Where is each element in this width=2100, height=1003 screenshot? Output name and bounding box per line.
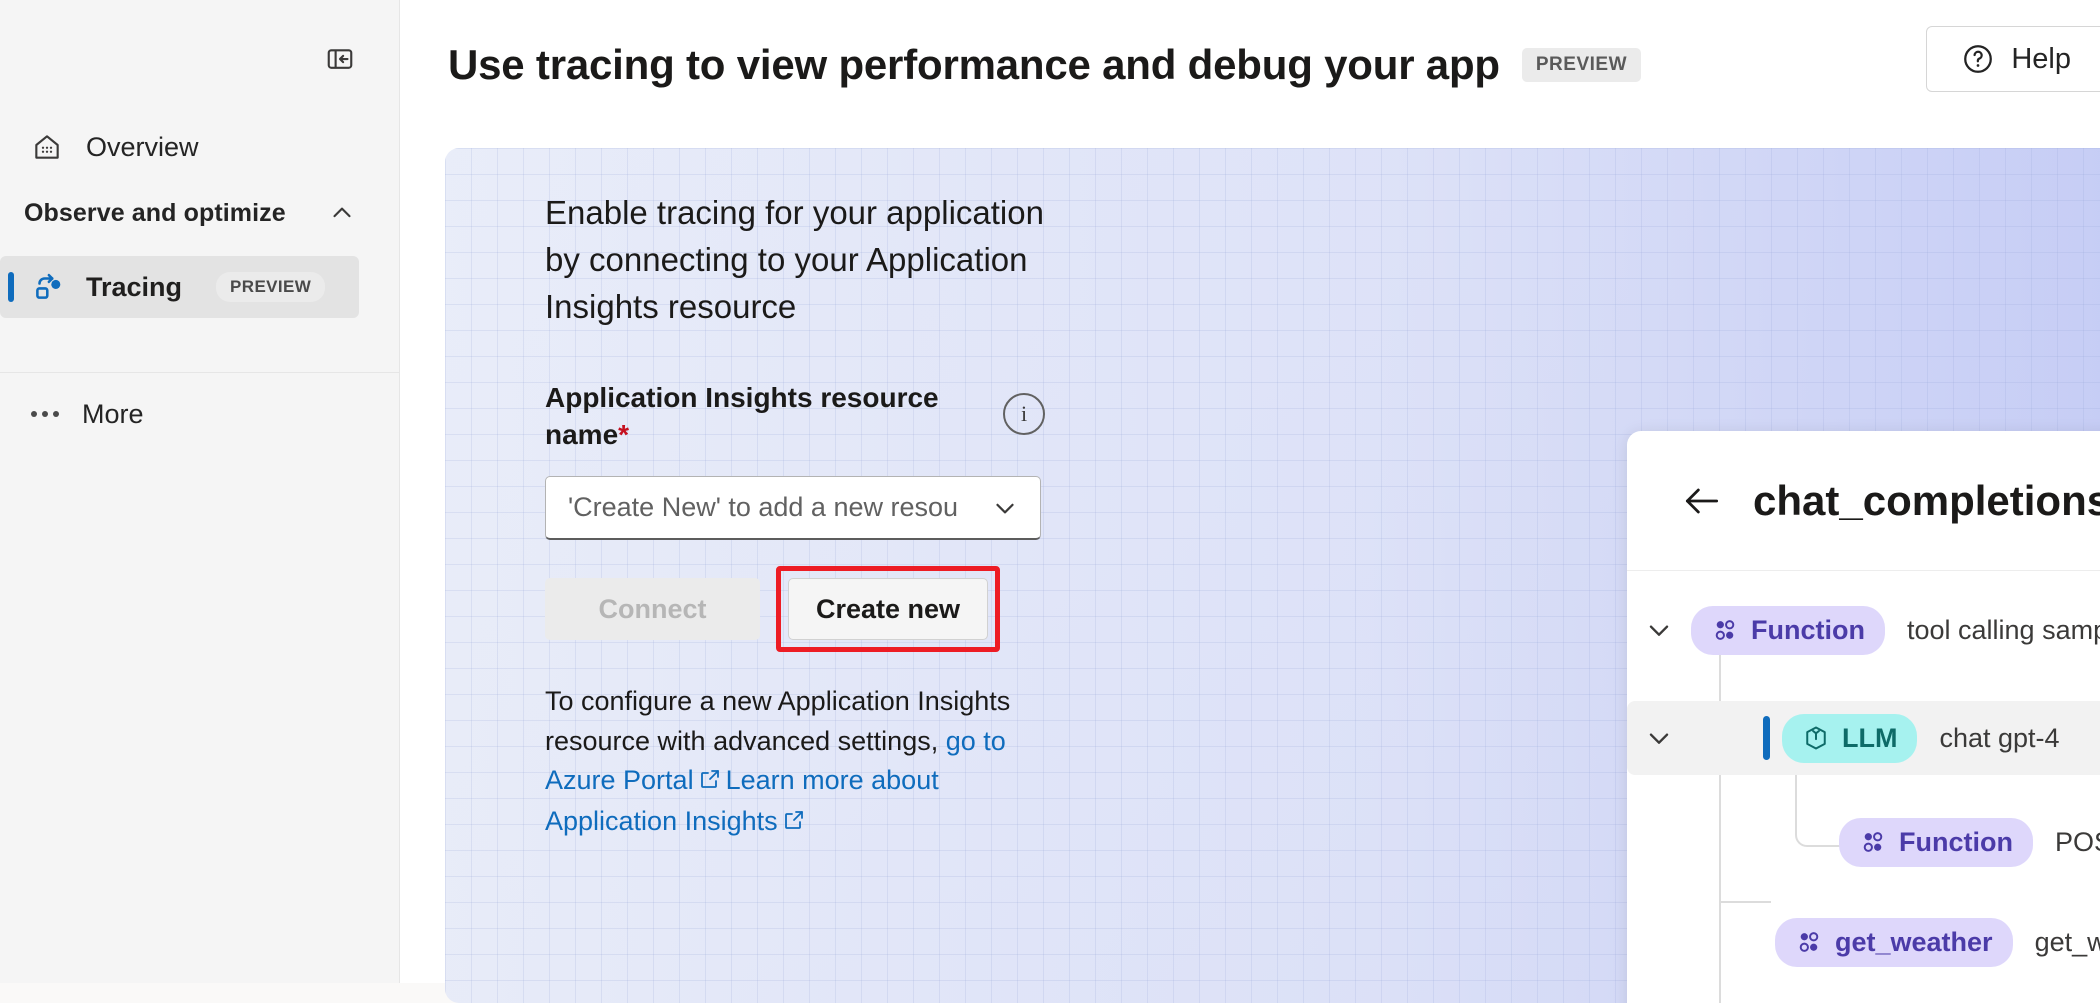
home-icon xyxy=(30,131,64,163)
sidebar-item-overview-label: Overview xyxy=(86,131,199,162)
help-button-label: Help xyxy=(2011,42,2071,75)
action-button-row: Connect Create new xyxy=(545,566,1065,653)
trace-body: Function tool calling sample 3.400s xyxy=(1627,571,2100,1003)
required-marker: * xyxy=(618,419,630,451)
app-insights-resource-select-value: 'Create New' to add a new resou xyxy=(568,492,959,523)
app-insights-field-label-text: Application Insights resource name xyxy=(545,381,939,451)
sidebar-item-more-label: More xyxy=(82,398,144,429)
sidebar-group-observe-and-optimize[interactable]: Observe and optimize xyxy=(24,196,359,230)
connect-button[interactable]: Connect xyxy=(545,578,760,641)
app-insights-resource-select[interactable]: 'Create New' to add a new resou xyxy=(545,476,1041,541)
create-new-highlight: Create new xyxy=(776,566,1000,653)
sidebar-item-more[interactable]: More xyxy=(0,385,359,443)
sidebar-item-tracing[interactable]: Tracing PREVIEW xyxy=(0,256,359,318)
external-link-icon xyxy=(698,763,722,802)
sidebar-group-label: Observe and optimize xyxy=(24,198,286,227)
hero-lead-text: Enable tracing for your application by c… xyxy=(545,194,1044,325)
span-type-label: Function xyxy=(1899,826,2013,857)
span-name: chat gpt-4 xyxy=(1939,722,2060,753)
tree-connector xyxy=(1795,739,1853,847)
row-accent-bar xyxy=(1763,716,1770,760)
trace-name: chat_completions_weather xyxy=(1753,476,2100,524)
span-type-tag: Function xyxy=(1691,605,1885,655)
tree-connector xyxy=(1719,901,1771,903)
chevron-up-icon[interactable] xyxy=(325,196,359,230)
function-icon xyxy=(1859,828,1887,856)
trace-detail-card: chat_completions_weather Complet xyxy=(1627,431,2100,1003)
create-new-button[interactable]: Create new xyxy=(788,578,988,641)
span-type-tag: Function xyxy=(1839,817,2033,867)
tracing-icon xyxy=(30,270,66,304)
chevron-down-icon xyxy=(990,493,1020,523)
learn-more-app-insights-link[interactable]: Learn more about Application Insights xyxy=(545,764,939,837)
sidebar-item-tracing-label: Tracing xyxy=(86,271,183,302)
chevron-down-icon[interactable] xyxy=(1627,614,1691,646)
span-name: get_weather xyxy=(2034,926,2100,957)
trace-card-header: chat_completions_weather Complet xyxy=(1627,431,2100,571)
hero-form: Enable tracing for your application by c… xyxy=(545,190,1065,844)
chevron-down-icon[interactable] xyxy=(1627,722,1691,754)
span-type-label: Function xyxy=(1751,614,1865,645)
back-arrow-icon[interactable] xyxy=(1679,478,1725,524)
tracing-hero-panel: Enable tracing for your application by c… xyxy=(445,148,2100,1003)
help-button[interactable]: Help xyxy=(1926,26,2100,92)
span-name: tool calling sample xyxy=(1906,614,2100,645)
question-circle-icon xyxy=(1961,42,1995,76)
trace-row[interactable]: get_weather get_weather 0 xyxy=(1627,905,2100,979)
hero-help-text: To configure a new Application Insights … xyxy=(545,682,1015,844)
span-type-tag: get_weather xyxy=(1775,917,2013,967)
field-label-row: Application Insights resource name* i xyxy=(545,379,1045,455)
sidebar: Overview Observe and optimize Tracing xyxy=(0,0,400,983)
trace-row[interactable]: Function tool calling sample 3.400s xyxy=(1627,593,2100,667)
external-link-icon xyxy=(782,804,806,843)
span-type-label: get_weather xyxy=(1835,926,1993,957)
more-dots-icon xyxy=(30,411,60,417)
function-icon xyxy=(1711,616,1739,644)
trace-tree: Function tool calling sample 3.400s xyxy=(1627,571,2100,1003)
go-to-azure-portal-link[interactable]: go to Azure Portal xyxy=(545,725,1006,795)
trace-row[interactable]: Function POST //openai/... 1.121s xyxy=(1627,805,2100,879)
page-title: Use tracing to view performance and debu… xyxy=(448,41,1500,88)
function-icon xyxy=(1795,928,1823,956)
tree-connector xyxy=(1719,633,1721,1003)
page-preview-badge: PREVIEW xyxy=(1521,48,1641,82)
trace-row[interactable]: LLM chat gpt-4 98 xyxy=(1627,701,2100,775)
hero-help-text-prefix: To configure a new Application Insights … xyxy=(545,686,1011,756)
span-type-label: LLM xyxy=(1842,722,1898,753)
span-type-tag: LLM xyxy=(1782,713,1918,763)
sidebar-divider xyxy=(0,372,399,373)
info-icon[interactable]: i xyxy=(1003,392,1045,435)
span-name: POST //openai/... xyxy=(2054,826,2100,857)
page-header: Use tracing to view performance and debu… xyxy=(448,26,2100,104)
sidebar-item-overview[interactable]: Overview xyxy=(0,118,351,176)
main-content: Use tracing to view performance and debu… xyxy=(400,0,2100,1003)
selection-indicator xyxy=(8,272,14,302)
app-insights-field-label: Application Insights resource name* xyxy=(545,379,945,455)
llm-icon xyxy=(1802,724,1830,752)
panel-collapse-icon[interactable] xyxy=(323,42,357,76)
tracing-preview-badge: PREVIEW xyxy=(216,272,326,302)
